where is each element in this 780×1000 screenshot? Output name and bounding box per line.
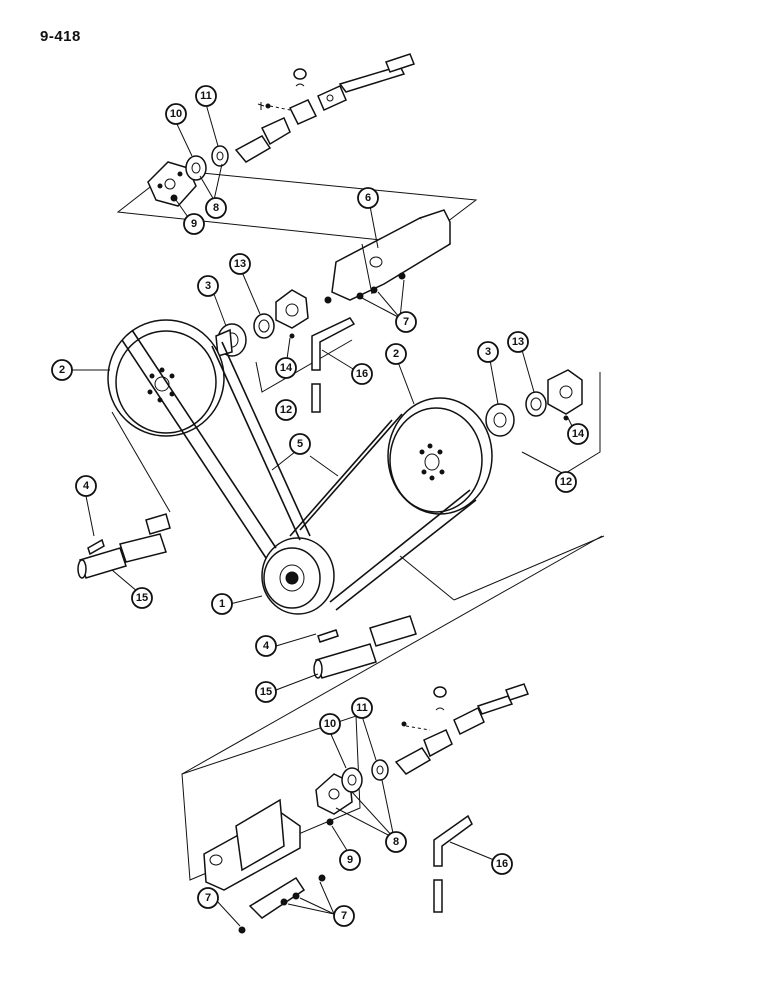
svg-text:7: 7	[341, 910, 347, 922]
callout-5: 5	[289, 433, 311, 455]
callout-2-right: 2	[385, 343, 407, 365]
svg-text:3: 3	[485, 346, 491, 358]
callout-7-bottom-left: 7	[197, 887, 219, 909]
svg-text:1: 1	[219, 598, 225, 610]
shafts-and-keys	[77, 513, 417, 679]
svg-text:11: 11	[356, 702, 368, 714]
callout-9-bottom: 9	[339, 849, 361, 871]
callout-12-upper: 12	[275, 399, 297, 421]
callout-13-upper: 13	[229, 253, 251, 275]
callout-16-bottom: 16	[491, 853, 513, 875]
callout-7-bottom-right: 7	[333, 905, 355, 927]
callout-10-top: 10	[165, 103, 187, 125]
callout-11-bottom: 11	[351, 697, 373, 719]
callout-9-top: 9	[183, 213, 205, 235]
svg-text:2: 2	[393, 348, 399, 360]
svg-text:6: 6	[365, 192, 371, 204]
callout-8-top: 8	[205, 197, 227, 219]
svg-text:12: 12	[560, 476, 572, 488]
svg-text:13: 13	[234, 258, 246, 270]
svg-text:12: 12	[280, 404, 292, 416]
callout-4-center: 4	[255, 635, 277, 657]
callout-15-left: 15	[131, 587, 153, 609]
svg-text:11: 11	[200, 90, 212, 102]
svg-text:2: 2	[59, 364, 65, 376]
svg-text:4: 4	[83, 480, 90, 492]
leader-lines	[72, 103, 575, 927]
svg-text:8: 8	[213, 202, 219, 214]
callout-1: 1	[211, 593, 233, 615]
svg-text:4: 4	[263, 640, 270, 652]
callout-6: 6	[357, 187, 379, 209]
svg-text:9: 9	[347, 854, 353, 866]
callout-14-right: 14	[567, 423, 589, 445]
svg-text:7: 7	[205, 892, 211, 904]
callout-4-left: 4	[75, 475, 97, 497]
svg-text:10: 10	[324, 718, 336, 730]
svg-text:14: 14	[572, 428, 585, 440]
svg-text:5: 5	[297, 438, 303, 450]
callout-3-upper: 3	[197, 275, 219, 297]
callout-13-right: 13	[507, 331, 529, 353]
callout-10-bottom: 10	[319, 713, 341, 735]
callout-15-center: 15	[255, 681, 277, 703]
svg-text:16: 16	[356, 368, 368, 380]
callout-8-bottom: 8	[385, 831, 407, 853]
callout-2-left: 2	[51, 359, 73, 381]
svg-text:16: 16	[496, 858, 508, 870]
page-number: 9-418	[40, 28, 81, 45]
callout-3-right: 3	[477, 341, 499, 363]
top-bearing-assembly	[116, 53, 478, 245]
svg-text:10: 10	[170, 108, 182, 120]
callout-12-right: 12	[555, 471, 577, 493]
svg-text:8: 8	[393, 836, 399, 848]
svg-text:7: 7	[403, 316, 409, 328]
svg-text:13: 13	[512, 336, 524, 348]
svg-text:15: 15	[260, 686, 272, 698]
callout-16-upper: 16	[351, 363, 373, 385]
svg-text:14: 14	[280, 362, 293, 374]
pulleys-and-belts	[107, 319, 605, 615]
callout-14-upper: 14	[275, 357, 297, 379]
svg-text:15: 15	[136, 592, 148, 604]
callout-7-upper: 7	[395, 311, 417, 333]
callout-11-top: 11	[195, 85, 217, 107]
svg-text:9: 9	[191, 218, 197, 230]
svg-text:3: 3	[205, 280, 211, 292]
bottom-bearing-assembly	[181, 535, 603, 934]
upper-bracket-assembly	[215, 209, 451, 413]
